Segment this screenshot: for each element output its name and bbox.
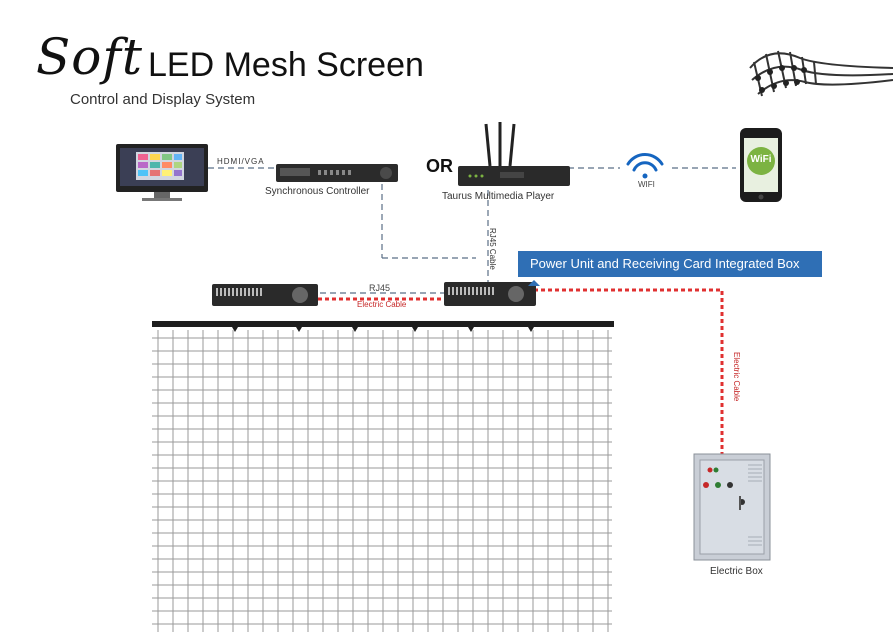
phone-wifi-text: WiFi xyxy=(750,154,772,165)
power-unit-callout: Power Unit and Receiving Card Integrated… xyxy=(518,251,822,277)
electric-cable-to-box xyxy=(534,288,724,454)
label-wifi: WIFI xyxy=(638,180,655,189)
receiving-box-icon xyxy=(444,280,540,306)
label-hdmi-vga: HDMI/VGA xyxy=(217,157,265,166)
label-electric-box: Electric Box xyxy=(710,566,763,577)
label-rj45: RJ45 xyxy=(369,283,391,293)
label-rj45-cable: RJ45 Cable xyxy=(488,228,497,270)
mesh-strip-icon xyxy=(749,50,893,97)
label-synchronous-controller: Synchronous Controller xyxy=(265,186,370,197)
controller-icon xyxy=(276,164,398,182)
receiving-box-icon xyxy=(212,284,318,306)
page-subtitle: Control and Display System xyxy=(70,91,256,108)
label-electric-cable-vertical: Electric Cable xyxy=(732,352,741,402)
router-icon xyxy=(458,122,570,186)
led-mesh-screen xyxy=(152,330,612,632)
phone-icon xyxy=(740,128,782,202)
monitor-icon xyxy=(116,144,208,201)
title-soft-word: Soft xyxy=(36,28,143,86)
label-taurus-player: Taurus Multimedia Player xyxy=(442,191,555,202)
mesh-top-bar xyxy=(152,321,614,327)
wifi-icon xyxy=(626,153,664,179)
label-electric-cable-horizontal: Electric Cable xyxy=(357,300,407,309)
page-title: LED Mesh Screen xyxy=(148,46,424,84)
electric-box-icon xyxy=(693,453,771,561)
label-or: OR xyxy=(426,156,453,176)
